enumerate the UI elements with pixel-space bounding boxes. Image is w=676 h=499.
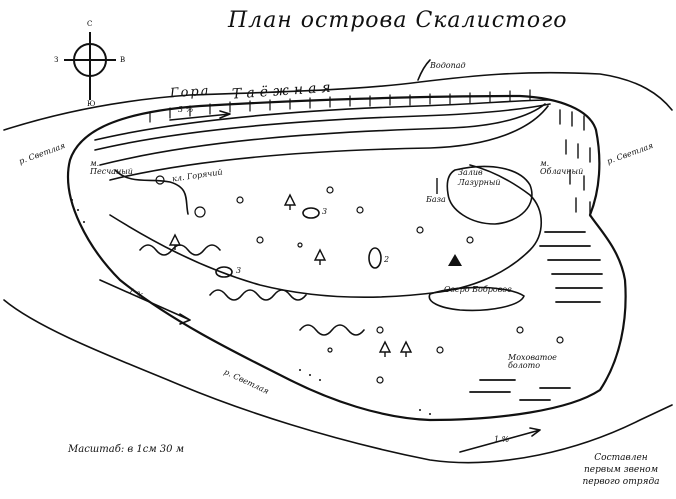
compass-icon	[64, 32, 116, 100]
sand-dots	[71, 199, 431, 415]
rocks	[155, 175, 564, 384]
label-flow-right: 1 %	[494, 435, 510, 444]
cliff-hatch	[559, 109, 591, 217]
bay-lazurny	[446, 165, 533, 225]
compass-w: З	[54, 56, 59, 64]
label-waterfall: Водопад	[430, 61, 466, 70]
swamp-hatch	[469, 231, 603, 401]
compass-e: В	[120, 56, 126, 64]
author-line-1: Составлен	[594, 453, 648, 463]
label-bay: Залив Лазурный	[458, 168, 501, 188]
compass-n: С	[87, 20, 93, 28]
label-lake: Озеро Бобровое	[444, 285, 512, 294]
pit-3b	[215, 266, 233, 278]
river-bank-north	[3, 71, 673, 131]
waterfall	[417, 59, 431, 81]
compass-rose: С Ю З В	[52, 14, 132, 110]
base-marker	[436, 178, 462, 266]
stream-goryachiy	[114, 169, 189, 215]
pit-3a	[302, 207, 320, 219]
river-bank-south	[3, 299, 673, 464]
compass-s: Ю	[87, 100, 96, 108]
island-outline	[67, 94, 627, 422]
ridge-hatch	[149, 89, 531, 123]
author-block: Составлен первым звеном первого отряда	[576, 452, 666, 488]
author-line-3: первого отряда	[582, 477, 660, 488]
author-line-2: первым звеном	[583, 465, 659, 476]
label-cape-peschany: м. Песчаный	[90, 159, 133, 176]
scale-text: Масштаб: в 1см 30 м	[68, 444, 184, 455]
trees	[168, 193, 413, 357]
plateau-outline	[109, 164, 542, 299]
pit-2	[368, 247, 382, 269]
label-spot-2: 2	[384, 255, 390, 264]
label-mountain-1: Гора	[169, 83, 211, 102]
label-spot-3a: 3	[322, 207, 328, 216]
ridge-line	[94, 99, 551, 141]
label-slope: 3 %	[178, 105, 194, 114]
label-base: База	[426, 195, 446, 204]
label-cape-oblachny: м. Облачный	[540, 159, 584, 176]
label-swamp: Моховатое болото	[508, 353, 557, 370]
map-title: План острова Скалистого	[228, 8, 568, 33]
lake-bobrovoe	[428, 286, 525, 312]
label-spot-3b: 3	[236, 266, 242, 275]
